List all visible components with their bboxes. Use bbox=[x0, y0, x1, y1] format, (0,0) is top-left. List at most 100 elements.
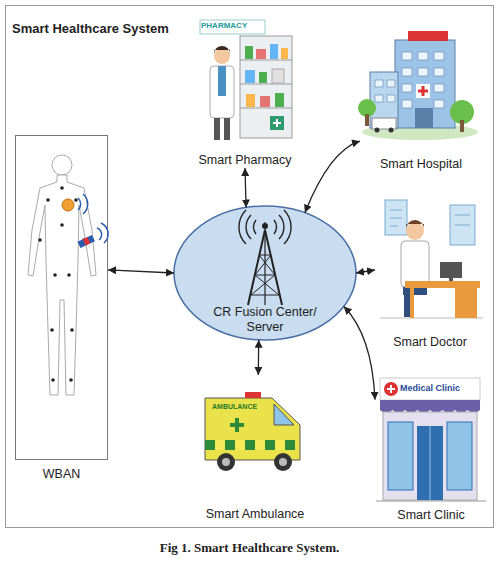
hospital-illustration-part bbox=[375, 52, 444, 108]
ambulance-illustration-part bbox=[205, 398, 300, 460]
body-figure-part bbox=[77, 235, 94, 248]
hospital-illustration-part bbox=[370, 72, 398, 128]
ambulance-illustration-part bbox=[217, 453, 235, 471]
connector-arrow bbox=[344, 307, 375, 400]
body-figure-part bbox=[83, 237, 90, 245]
pharmacy-illustration-part bbox=[270, 116, 284, 130]
clinic-illustration-part bbox=[388, 422, 413, 490]
hospital-node: Smart Hospital bbox=[360, 18, 482, 172]
doctor-illustration-part bbox=[449, 278, 453, 281]
hospital-illustration-part bbox=[415, 108, 433, 128]
frame bbox=[6, 6, 494, 528]
pharmacy-illustration-part bbox=[240, 36, 292, 138]
ambulance-illustration-part bbox=[222, 458, 230, 466]
pharmacy-illustration-part bbox=[245, 70, 255, 83]
ambulance-illustration-part bbox=[230, 418, 244, 432]
doctor-illustration-part bbox=[450, 205, 475, 245]
connector-arrow bbox=[245, 168, 246, 208]
clinic-illustration-part bbox=[383, 412, 477, 500]
pharmacy-illustration-part bbox=[275, 93, 284, 107]
ambulance-illustration-part bbox=[274, 453, 292, 471]
body-figure-part bbox=[60, 186, 64, 190]
pharmacy-illustration-part bbox=[218, 66, 226, 96]
connector-arrow bbox=[305, 141, 360, 213]
body-figure-part bbox=[69, 378, 73, 382]
pharmacy-illustration-part bbox=[272, 69, 284, 83]
body-figure bbox=[28, 155, 108, 395]
doctor-illustration-part bbox=[406, 222, 424, 240]
ambulance-node: Smart Ambulance bbox=[200, 375, 310, 522]
ellipse-shape bbox=[174, 206, 356, 340]
body-figure-part bbox=[52, 155, 72, 175]
doctor-node: Smart Doctor bbox=[375, 185, 485, 350]
hospital-illustration-part bbox=[460, 120, 464, 132]
pharmacy-illustration-part bbox=[281, 48, 288, 59]
hospital-illustration-part bbox=[372, 118, 396, 129]
hospital-illustration-part bbox=[362, 124, 478, 140]
doctor-illustration bbox=[380, 200, 483, 318]
clinic-illustration bbox=[376, 378, 486, 501]
figure-caption: Fig 1. Smart Healthcare System. bbox=[0, 540, 499, 556]
clinic-illustration-part bbox=[380, 410, 480, 413]
pharmacy-illustration-part bbox=[200, 20, 265, 34]
clinic-illustration-part bbox=[387, 385, 395, 393]
node-label: WBAN bbox=[16, 467, 107, 482]
pharmacy-illustration-part bbox=[214, 46, 230, 54]
body-figure-part bbox=[28, 175, 96, 395]
pharmacy-illustration-part bbox=[256, 49, 266, 59]
hospital-illustration-part bbox=[375, 128, 380, 133]
body-figure-part bbox=[62, 199, 74, 211]
pharmacy-illustration-part bbox=[214, 118, 220, 140]
doctor-illustration-part bbox=[401, 241, 429, 287]
pharmacy-illustration-part bbox=[259, 72, 267, 83]
pharmacy-illustration-part bbox=[270, 44, 278, 59]
doctor-illustration-part bbox=[440, 262, 462, 278]
pharmacy-illustration-part bbox=[260, 96, 270, 107]
connector-arrow bbox=[258, 340, 260, 375]
sign-text: Medical Clinic bbox=[400, 383, 460, 393]
pharmacy-illustration-part bbox=[240, 60, 292, 108]
hospital-illustration-part bbox=[408, 31, 448, 41]
pharmacy-illustration-part bbox=[246, 94, 255, 107]
body-figure-part bbox=[60, 223, 64, 227]
doctor-illustration-part bbox=[410, 288, 414, 318]
pharmacy-illustration-part bbox=[245, 46, 253, 59]
wban-node: WBAN bbox=[15, 135, 108, 460]
pharmacy-illustration-part bbox=[273, 119, 281, 127]
sign-text: PHARMACY bbox=[201, 21, 247, 30]
node-label: Smart Pharmacy bbox=[195, 153, 295, 168]
body-figure-part bbox=[50, 328, 54, 332]
hospital-illustration-part bbox=[389, 128, 394, 133]
doctor-illustration-part bbox=[385, 200, 407, 235]
sign-text: AMBULANCE bbox=[212, 403, 257, 410]
node-label: CR Fusion Center/ Server bbox=[205, 305, 325, 335]
clinic-illustration-part bbox=[447, 422, 472, 490]
doctor-illustration-part bbox=[406, 220, 424, 229]
body-figure-part bbox=[74, 198, 78, 202]
body-figure-part bbox=[67, 273, 71, 277]
ambulance-illustration-part bbox=[205, 440, 295, 450]
doctor-illustration-part bbox=[403, 287, 427, 295]
ambulance-illustration bbox=[205, 392, 300, 471]
ambulance-illustration-part bbox=[245, 392, 261, 398]
doctor-illustration-part bbox=[405, 281, 480, 288]
body-figure-part bbox=[38, 238, 42, 242]
body-figure-part bbox=[78, 194, 88, 214]
pharmacy-illustration-part bbox=[214, 48, 230, 64]
ambulance-illustration-part bbox=[215, 440, 285, 450]
node-label: Smart Hospital bbox=[360, 157, 482, 172]
doctor-illustration-part bbox=[390, 210, 470, 226]
body-figure-part bbox=[70, 328, 74, 332]
ambulance-illustration-part bbox=[274, 404, 294, 425]
pharmacy-node: Smart Pharmacy bbox=[195, 18, 295, 168]
doctor-illustration-part bbox=[380, 318, 483, 319]
frame-part bbox=[6, 6, 494, 528]
body-figure-part bbox=[53, 273, 57, 277]
pharmacy-illustration bbox=[200, 20, 292, 140]
clinic-illustration-part bbox=[384, 382, 398, 396]
server-ellipse: CR Fusion Center/ Server bbox=[173, 205, 357, 341]
node-label: Smart Ambulance bbox=[200, 507, 310, 522]
body-figure-part bbox=[82, 238, 86, 242]
connector-arrow bbox=[356, 270, 375, 273]
